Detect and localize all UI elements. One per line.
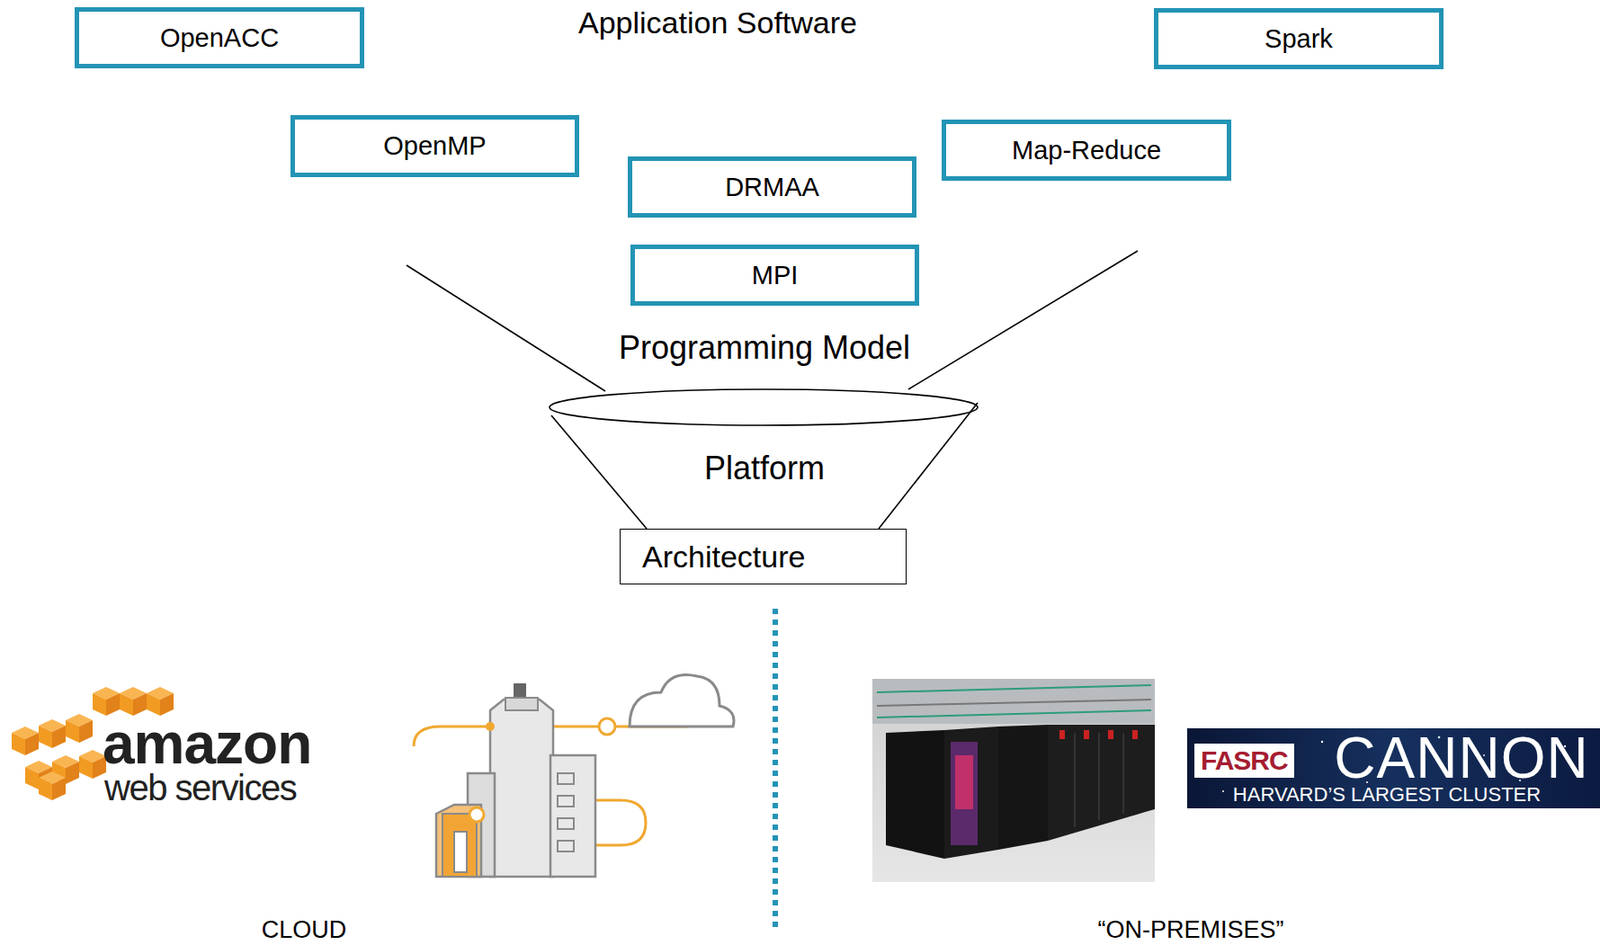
- logo-text: web services: [104, 768, 296, 809]
- box-label: Map-Reduce: [1011, 135, 1162, 166]
- cluster-photo: [872, 679, 1155, 883]
- layer-title: Platform: [704, 449, 825, 488]
- box-label: OpenACC: [160, 23, 279, 54]
- layer-title: Application Software: [578, 5, 858, 41]
- box-label: Architecture: [642, 539, 805, 575]
- programming-model-box: OpenACC: [74, 7, 365, 69]
- logo-text: HARVARD’S LARGEST CLUSTER: [1233, 783, 1541, 807]
- logo-badge: FASRC: [1194, 743, 1295, 778]
- layer-title: Programming Model: [618, 329, 911, 367]
- logo-text: CANNON: [1333, 724, 1589, 792]
- box-label: MPI: [751, 260, 799, 291]
- hybrid-cloud-icon: [413, 674, 734, 877]
- section-label: CLOUD: [261, 916, 348, 945]
- box-label: OpenMP: [383, 131, 486, 161]
- logo-text: amazon: [102, 710, 312, 778]
- programming-model-box: Spark: [1153, 8, 1444, 70]
- programming-model-box: Map-Reduce: [941, 119, 1232, 181]
- programming-model-box: MPI: [630, 244, 920, 306]
- box-label: Spark: [1264, 24, 1333, 54]
- architecture-box: Architecture: [619, 528, 907, 585]
- box-label: DRMAA: [724, 172, 820, 203]
- programming-model-box: OpenMP: [290, 115, 580, 178]
- section-label: “ON-PREMISES”: [1097, 916, 1284, 945]
- programming-model-box: DRMAA: [627, 156, 917, 218]
- divider: [772, 608, 778, 931]
